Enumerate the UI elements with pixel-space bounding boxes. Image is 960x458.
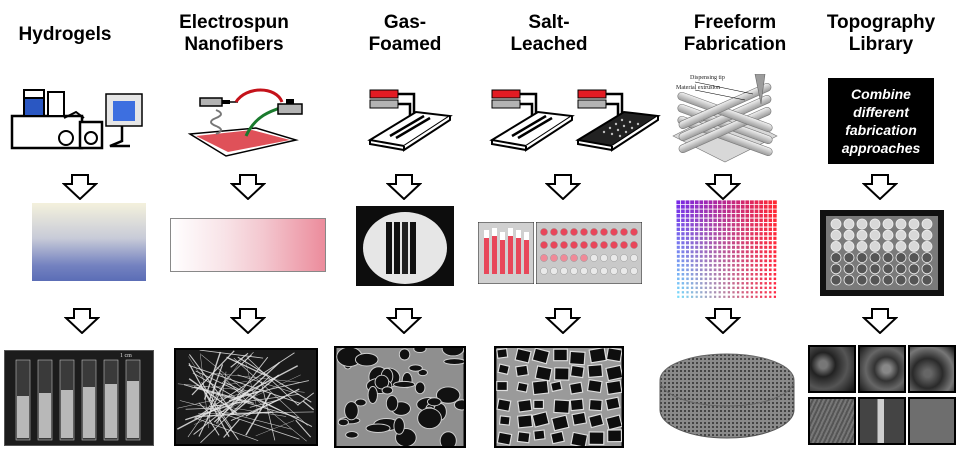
down-arrow-icon xyxy=(862,308,898,334)
column-title-gas-foamed: Gas- Foamed xyxy=(330,12,480,56)
box-line: different xyxy=(853,104,909,120)
down-arrow-icon xyxy=(386,174,422,200)
down-arrow-icon xyxy=(230,174,266,200)
electrospinning-schematic xyxy=(187,88,303,157)
topography-sem-tile-2 xyxy=(858,345,906,393)
nanofiber-sem-image xyxy=(174,348,318,446)
topography-sem-tile-1 xyxy=(808,345,856,393)
column-title-electrospun: Electrospun Nanofibers xyxy=(159,12,309,56)
gas-foaming-schematic xyxy=(367,89,453,152)
title-line: Leached xyxy=(510,34,588,55)
freeform-scaffold-disc xyxy=(659,353,795,439)
box-line: fabrication xyxy=(845,122,917,138)
title-line: Freeform xyxy=(693,12,777,33)
nanofiber-gradient-photo xyxy=(170,218,326,272)
freeform-color-gradient xyxy=(676,200,777,298)
title-line: Hydrogels xyxy=(18,24,112,45)
combine-approaches-box: Combine different fabrication approaches xyxy=(828,78,934,164)
hydrogel-strips-photo xyxy=(4,350,154,446)
title-line: Library xyxy=(848,34,914,55)
down-arrow-icon xyxy=(386,308,422,334)
salt-leached-tubes-photo xyxy=(478,222,534,284)
title-line: Electrospun xyxy=(179,12,289,33)
down-arrow-icon xyxy=(705,308,741,334)
gas-foamed-scaffold-photo xyxy=(356,206,454,286)
title-line: Gas- xyxy=(383,12,427,33)
down-arrow-icon xyxy=(62,174,98,200)
column-title-salt-leached: Salt- Leached xyxy=(474,12,624,56)
title-line: Salt- xyxy=(528,12,570,33)
salt-leached-sem-image xyxy=(494,346,624,448)
topography-sem-tile-4 xyxy=(808,397,856,445)
hydrogel-apparatus-schematic xyxy=(10,89,143,150)
salt-leached-wellplate-photo xyxy=(536,222,642,284)
title-line: Nanofibers xyxy=(184,34,284,55)
column-title-freeform: Freeform Fabrication xyxy=(660,12,810,56)
box-line: approaches xyxy=(841,140,921,156)
salt-leaching-schematic-1 xyxy=(489,89,575,152)
column-title-hydrogels: Hydrogels xyxy=(0,24,140,46)
down-arrow-icon xyxy=(545,174,581,200)
title-line: Topography xyxy=(826,12,936,33)
dispensing-tip-label: Dispensing tip xyxy=(690,75,725,81)
down-arrow-icon xyxy=(545,308,581,334)
down-arrow-icon xyxy=(230,308,266,334)
salt-leaching-schematic-2 xyxy=(575,89,661,152)
title-line: Foamed xyxy=(368,34,442,55)
topography-sem-tile-3 xyxy=(908,345,956,393)
hydrogel-gradient-photo xyxy=(32,203,146,281)
down-arrow-icon xyxy=(705,174,741,200)
gas-foamed-sem-image xyxy=(334,346,466,448)
topography-wellplate-photo xyxy=(820,210,944,296)
freeform-printing-schematic xyxy=(672,74,778,163)
down-arrow-icon xyxy=(64,308,100,334)
material-extrusion-label: Material extrusion xyxy=(676,85,721,91)
column-title-topography: Topography Library xyxy=(806,12,956,56)
topography-sem-tile-5 xyxy=(858,397,906,445)
down-arrow-icon xyxy=(862,174,898,200)
scale-bar-label: 1 cm xyxy=(120,353,132,359)
topography-sem-tile-6 xyxy=(908,397,956,445)
box-line: Combine xyxy=(851,86,911,102)
title-line: Fabrication xyxy=(683,34,787,55)
